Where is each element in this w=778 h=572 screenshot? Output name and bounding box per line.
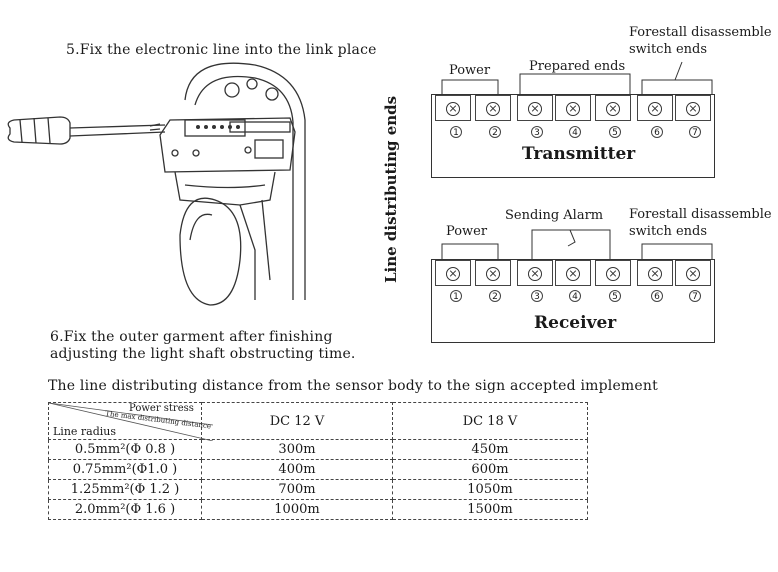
tx-num-7: 7 <box>689 126 701 138</box>
tx-prepared-label: Prepared ends <box>529 59 626 74</box>
table-row: 1.25mm²(Φ 1.2 ) 700m 1050m <box>48 479 588 500</box>
tx-num-6: 6 <box>651 126 663 138</box>
rx-terminal-5 <box>595 260 631 286</box>
rx-num-5: 5 <box>609 290 621 302</box>
row-radius: 1.25mm²(Φ 1.2 ) <box>48 479 202 500</box>
screw-icon <box>686 267 700 281</box>
tx-terminal-1 <box>435 95 471 121</box>
row-radius: 0.75mm²(Φ1.0 ) <box>48 459 202 480</box>
screw-icon <box>648 267 662 281</box>
row-dc18: 1500m <box>392 499 588 520</box>
row-radius: 0.5mm²(Φ 0.8 ) <box>48 439 202 460</box>
screw-icon <box>486 102 500 116</box>
rx-terminal-1 <box>435 260 471 286</box>
row-dc12: 300m <box>201 439 393 460</box>
screw-icon <box>566 267 580 281</box>
tx-terminal-6 <box>637 95 673 121</box>
tx-num-3: 3 <box>531 126 543 138</box>
table-caption: The line distributing distance from the … <box>48 378 658 394</box>
tx-power-label: Power <box>449 63 491 78</box>
rx-strip <box>431 259 715 343</box>
tx-terminal-7 <box>675 95 711 121</box>
table-row: 0.5mm²(Φ 0.8 ) 300m 450m <box>48 439 588 460</box>
screw-icon <box>446 267 460 281</box>
row-dc18: 450m <box>392 439 588 460</box>
line-distributing-ends-label: Line distributing ends <box>382 95 400 283</box>
tx-title: Transmitter <box>522 144 636 164</box>
tx-num-5: 5 <box>609 126 621 138</box>
rx-terminal-3 <box>517 260 553 286</box>
rx-num-3: 3 <box>531 290 543 302</box>
tx-strip <box>431 94 715 178</box>
rx-sending-label: Sending Alarm <box>505 208 604 223</box>
col-header-dc12: DC 12 V <box>201 402 393 440</box>
row-dc18: 600m <box>392 459 588 480</box>
rx-forestall-label-2: switch ends <box>629 224 708 239</box>
screw-icon <box>528 267 542 281</box>
rx-power-label: Power <box>446 224 488 239</box>
tx-terminal-2 <box>475 95 511 121</box>
screw-icon <box>606 102 620 116</box>
table-header-row: Power stress The max distributing distan… <box>48 402 588 441</box>
device-illustration <box>7 62 306 306</box>
screw-icon <box>648 102 662 116</box>
screw-icon <box>486 267 500 281</box>
rx-forestall-label-1: Forestall disassemble <box>629 207 772 222</box>
table-corner-cell: Power stress The max distributing distan… <box>48 402 213 441</box>
table-row: 0.75mm²(Φ1.0 ) 400m 600m <box>48 459 588 480</box>
tx-terminal-4 <box>555 95 591 121</box>
rx-num-1: 1 <box>450 290 462 302</box>
rx-terminal-6 <box>637 260 673 286</box>
screw-icon <box>606 267 620 281</box>
col-header-dc18: DC 18 V <box>392 402 588 440</box>
screw-icon <box>686 102 700 116</box>
screw-icon <box>566 102 580 116</box>
corner-diagonals <box>49 403 213 441</box>
tx-bracket-lines <box>441 61 713 94</box>
row-dc12: 400m <box>201 459 393 480</box>
tx-terminal-5 <box>595 95 631 121</box>
table-row: 2.0mm²(Φ 1.6 ) 1000m 1500m <box>48 499 588 520</box>
row-dc18: 1050m <box>392 479 588 500</box>
screw-icon <box>446 102 460 116</box>
row-radius: 2.0mm²(Φ 1.6 ) <box>48 499 202 520</box>
tx-num-2: 2 <box>489 126 501 138</box>
row-dc12: 1000m <box>201 499 393 520</box>
rx-terminal-7 <box>675 260 711 286</box>
tx-terminal-row <box>431 94 713 122</box>
tx-forestall-label-2: switch ends <box>629 42 708 57</box>
corner-line-radius: Line radius <box>53 425 117 438</box>
tx-num-4: 4 <box>569 126 581 138</box>
rx-terminal-4 <box>555 260 591 286</box>
rx-num-7: 7 <box>689 290 701 302</box>
tx-terminal-3 <box>517 95 553 121</box>
rx-terminal-row <box>431 259 713 287</box>
screw-icon <box>528 102 542 116</box>
step6-line1: 6.Fix the outer garment after finishing <box>50 329 333 345</box>
tx-forestall-label-1: Forestall disassemble <box>629 25 772 40</box>
step6-line2: adjusting the light shaft obstructing ti… <box>50 346 356 362</box>
distance-table: Power stress The max distributing distan… <box>48 402 588 520</box>
corner-power-stress: Power stress <box>129 403 194 414</box>
rx-num-6: 6 <box>651 290 663 302</box>
rx-num-4: 4 <box>569 290 581 302</box>
step5-text: 5.Fix the electronic line into the link … <box>66 42 377 58</box>
rx-title: Receiver <box>534 313 617 333</box>
rx-bracket-lines <box>441 229 713 260</box>
rx-num-2: 2 <box>489 290 501 302</box>
tx-num-1: 1 <box>450 126 462 138</box>
row-dc12: 700m <box>201 479 393 500</box>
rx-terminal-2 <box>475 260 511 286</box>
